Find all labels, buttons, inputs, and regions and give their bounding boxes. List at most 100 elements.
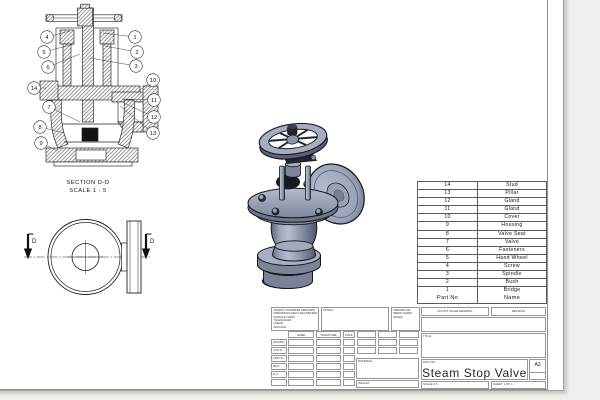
- balloon: 6: [41, 60, 55, 74]
- part-no-cell: 9: [418, 222, 478, 230]
- approval-cell: [357, 339, 376, 346]
- part-no-cell: 8: [418, 230, 478, 238]
- signature-header: SIGNATURE: [320, 333, 337, 338]
- section-scale: SCALE 1 : 5: [69, 188, 106, 194]
- balloon: 11: [147, 93, 161, 107]
- part-name-cell: Fasteners: [499, 246, 525, 253]
- balloon: 14: [27, 81, 41, 95]
- balloon: 13: [146, 126, 160, 140]
- approval-cell: [288, 363, 314, 370]
- svg-text:8: 8: [38, 125, 41, 131]
- signature-header-cell: SIGNATURE: [316, 331, 341, 338]
- part-no-cell: 1: [418, 287, 478, 296]
- revision-label: REVISION: [511, 309, 526, 314]
- approval-row-label: MFG: [271, 363, 287, 370]
- table-row: 14 Stud: [418, 182, 546, 191]
- scale-box: SCALE:1:5: [421, 381, 489, 389]
- svg-text:10: 10: [150, 78, 156, 84]
- date-header-cell: DATE: [343, 331, 355, 338]
- title-label: TITLE:: [423, 334, 432, 339]
- isometric-view: [247, 122, 365, 289]
- table-row: 11 Gland: [418, 206, 546, 215]
- balloons: 1 2 3 4 5 6 7 8 9 10 11 12 13 14: [27, 30, 161, 150]
- part-no-cell: 6: [418, 246, 478, 254]
- approval-cell: [378, 347, 397, 354]
- approval-cell: [288, 339, 314, 346]
- svg-text:4: 4: [45, 35, 49, 41]
- table-row: 10 Cover: [418, 214, 546, 223]
- balloon: 12: [147, 110, 161, 124]
- part-name-cell: Gland: [504, 206, 520, 213]
- part-no-cell: 13: [418, 190, 478, 198]
- name-header-cell: NAME: [288, 331, 314, 338]
- svg-text:2: 2: [135, 50, 138, 56]
- approval-row-label: CHK'D: [271, 347, 287, 354]
- dwg-no-box: DWG NO. Steam Stop Valve: [421, 359, 528, 380]
- drawing-title: Steam Stop Valve: [422, 365, 527, 380]
- table-row: 2 Bush: [418, 279, 546, 288]
- balloon: 8: [33, 120, 47, 134]
- weight-box: WEIGHT:: [356, 380, 419, 388]
- part-name-cell: Stud: [506, 182, 518, 188]
- part-name-cell: Bush: [505, 279, 519, 286]
- approval-cell: [316, 347, 341, 354]
- part-no-cell: 5: [418, 254, 478, 262]
- approval-cell: [288, 355, 314, 362]
- approval-cell: [343, 355, 355, 362]
- deburr-box: DEBURR AND BREAK SHARP EDGES: [391, 307, 420, 331]
- balloon: 10: [146, 73, 160, 87]
- sheet-frame-bottom: [0, 388, 548, 390]
- sheet-box: SHEET 1 OF 1: [491, 381, 546, 389]
- part-name-cell: Gland: [504, 198, 520, 205]
- paper-size-box: A3: [529, 359, 546, 380]
- part-name-header: Name: [503, 295, 521, 302]
- approval-cell: [288, 347, 314, 354]
- svg-text:D: D: [32, 239, 37, 245]
- part-name-cell: Cover: [504, 214, 520, 221]
- svg-text:14: 14: [31, 86, 38, 92]
- weight-label: WEIGHT:: [358, 381, 371, 386]
- revision-area: [421, 317, 546, 332]
- title-box: TITLE:: [421, 333, 546, 358]
- section-view: [39, 3, 159, 167]
- paper-size: A3: [534, 362, 541, 368]
- balloon: 2: [130, 45, 144, 59]
- scale-label: SCALE:1:5: [423, 382, 438, 387]
- approval-cell: [357, 347, 376, 354]
- balloon: 9: [34, 136, 48, 150]
- bolt: [258, 194, 266, 202]
- approval-cell: [343, 363, 355, 370]
- approval-cell: [343, 379, 355, 386]
- balloon: 4: [40, 30, 54, 44]
- part-name-cell: Valve: [504, 238, 520, 245]
- section-cut-arrows: D D: [23, 233, 155, 260]
- approval-cell: [316, 379, 341, 386]
- approval-cell: [316, 363, 341, 370]
- name-header: NAME: [296, 333, 306, 338]
- part-no-cell: 11: [418, 206, 478, 214]
- svg-text:9: 9: [39, 141, 42, 147]
- front-view: [24, 219, 152, 295]
- approval-cell: [343, 371, 355, 378]
- approval-cell: [316, 339, 341, 346]
- balloon: 7: [42, 100, 56, 114]
- approval-row-label: DRAWN: [271, 339, 287, 346]
- finish-box: FINISH:: [321, 307, 389, 331]
- approval-cell: [316, 355, 341, 362]
- part-no-cell: 14: [418, 182, 478, 190]
- svg-text:11: 11: [151, 98, 157, 104]
- balloon: 5: [37, 45, 51, 59]
- part-no-cell: 10: [418, 214, 478, 222]
- part-no-cell: 2: [418, 279, 478, 287]
- do-not-scale-label: DO NOT SCALE DRAWING: [437, 309, 473, 314]
- svg-text:7: 7: [47, 105, 50, 111]
